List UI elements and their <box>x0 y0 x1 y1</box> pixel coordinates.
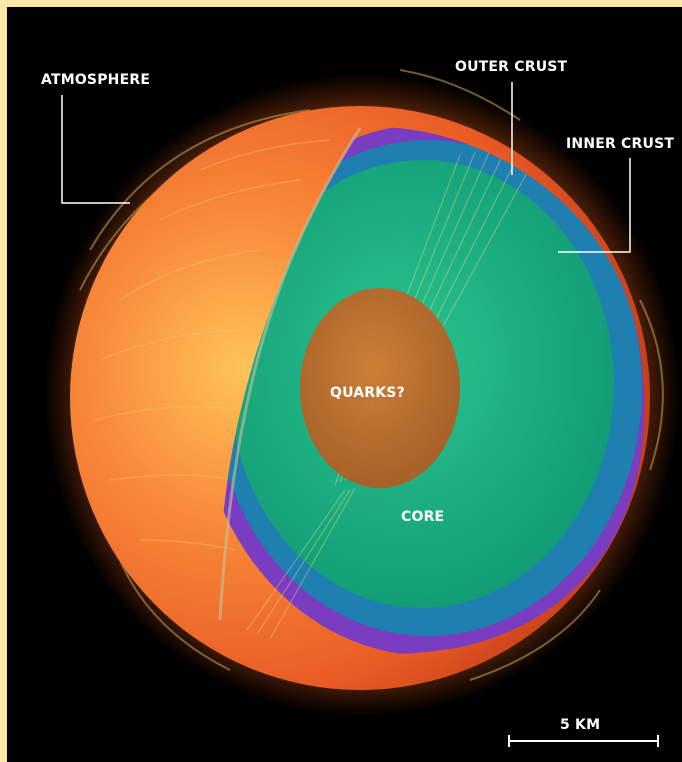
quark-core <box>300 288 460 488</box>
label-inner-crust: INNER CRUST <box>566 136 675 152</box>
label-core: CORE <box>401 509 445 525</box>
surface-texture <box>94 139 331 551</box>
atmosphere-leader-line <box>61 95 130 204</box>
scale-bar-label: 5 KM <box>560 717 601 733</box>
label-atmosphere: ATMOSPHERE <box>41 72 151 88</box>
scale-bar <box>508 735 659 747</box>
inner-crust-leader-line <box>558 158 631 253</box>
label-outer-crust: OUTER CRUST <box>455 59 568 75</box>
cut-edge <box>218 127 362 621</box>
label-quarks: QUARKS? <box>330 385 405 401</box>
